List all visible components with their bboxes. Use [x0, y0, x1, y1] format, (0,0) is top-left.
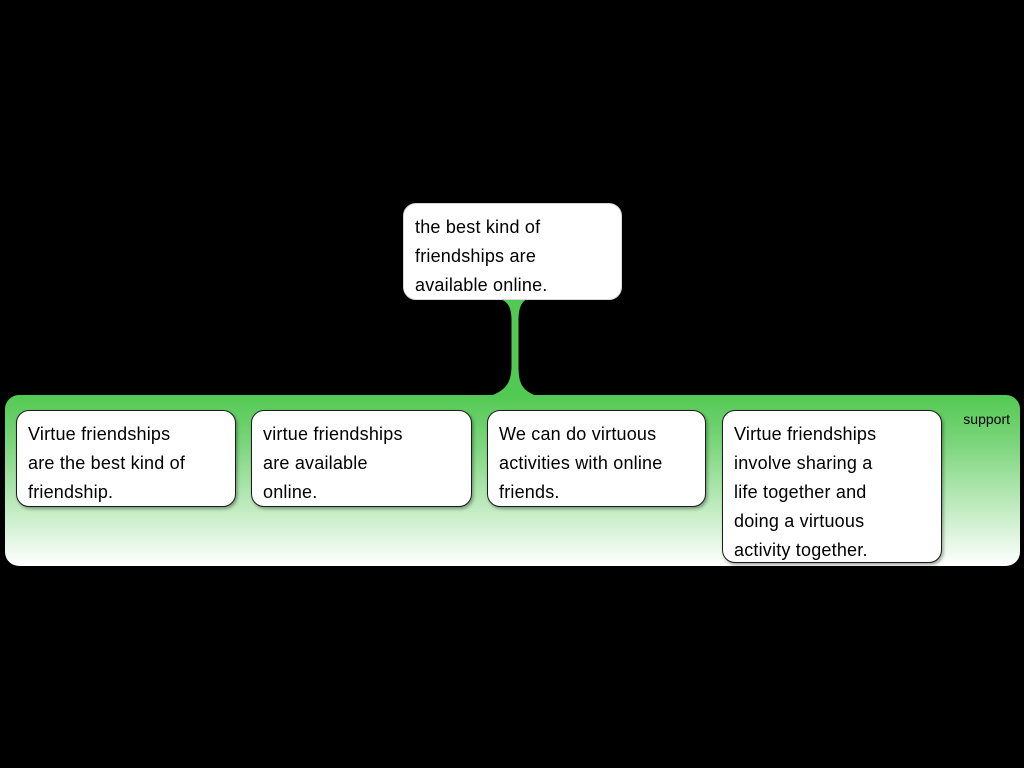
premise-node-3[interactable]: We can do virtuous activities with onlin… — [487, 410, 706, 507]
support-connector-line — [487, 299, 540, 397]
premise-node-2-text: virtue friendships are available online. — [263, 424, 403, 502]
support-group-label: support — [963, 411, 1010, 427]
premise-node-3-text: We can do virtuous activities with onlin… — [499, 424, 663, 502]
premise-node-1[interactable]: Virtue friendships are the best kind of … — [16, 410, 236, 507]
premise-node-1-text: Virtue friendships are the best kind of … — [28, 424, 186, 502]
claim-node-text: the best kind of friendships are availab… — [415, 217, 548, 295]
premise-node-2[interactable]: virtue friendships are available online. — [251, 410, 472, 507]
premise-node-4[interactable]: Virtue friendships involve sharing a lif… — [722, 410, 942, 563]
premise-node-4-text: Virtue friendships involve sharing a lif… — [734, 424, 877, 560]
claim-node[interactable]: the best kind of friendships are availab… — [403, 203, 622, 300]
support-connector-path — [487, 299, 540, 397]
